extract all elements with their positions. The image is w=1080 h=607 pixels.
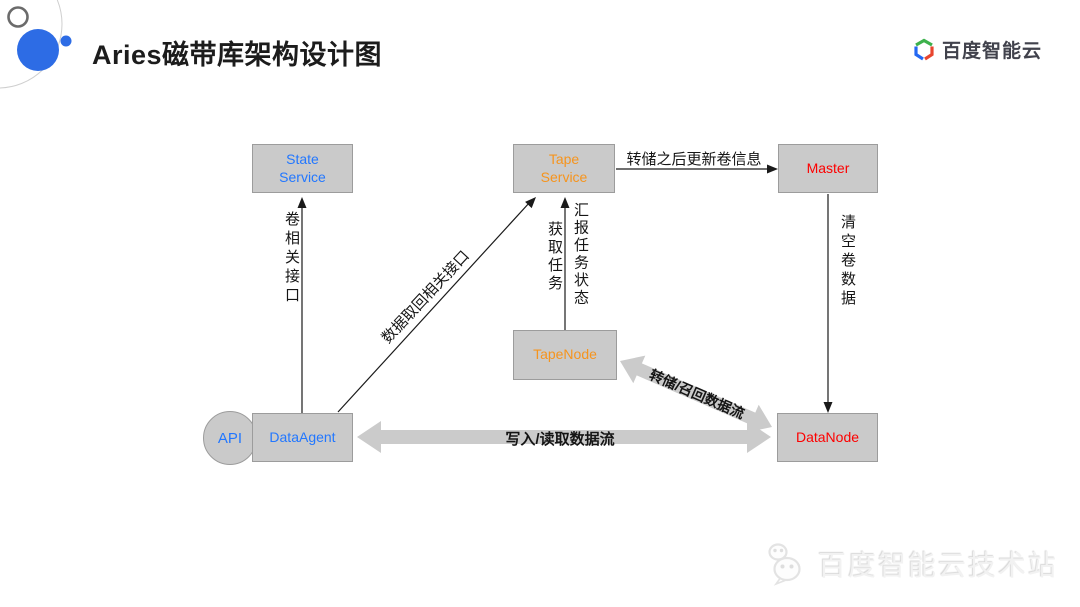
decoration-big-blue-circle — [17, 29, 59, 71]
arrowhead-data-retrieval-api — [525, 197, 536, 209]
arrowhead-clear-volume-data — [823, 402, 833, 413]
edge-label-fetch-task: 获取任务 — [546, 221, 563, 293]
watermark: 百度智能云技术站 — [762, 539, 1058, 589]
decoration-arc — [0, 0, 63, 89]
edge-data-retrieval-api — [337, 201, 531, 413]
dump-recall-dataflow-arrow — [620, 355, 772, 433]
node-data-agent-label: DataAgent — [269, 428, 336, 445]
node-tape-node: TapeNode — [513, 330, 617, 380]
watermark-text: 百度智能云技术站 — [817, 550, 1058, 581]
baidu-cloud-logo-icon — [914, 38, 934, 60]
node-data-node: DataNode — [777, 413, 878, 462]
edge-label-update-volume-info: 转储之后更新卷信息 — [626, 151, 762, 168]
edge-label-write-read-dataflow: 写入/读取数据流 — [505, 431, 615, 448]
arrowhead-update-volume-info — [767, 164, 778, 174]
edge-label-clear-volume-data: 清空卷数据 — [839, 214, 856, 309]
node-master: Master — [778, 144, 878, 193]
arrowhead-task-status — [560, 197, 570, 208]
edge-label-report-task-status: 汇报任务状态 — [572, 202, 589, 307]
node-tape-service: Tape Service — [513, 144, 615, 193]
node-tape-node-label: TapeNode — [533, 346, 597, 363]
decoration-ring — [7, 6, 29, 28]
node-api-circle: API — [203, 411, 257, 465]
page-title: Aries磁带库架构设计图 — [92, 40, 383, 70]
decoration-small-blue-dot — [60, 35, 72, 47]
node-data-agent: DataAgent — [252, 413, 353, 462]
arrowhead-volume-api — [297, 197, 307, 208]
node-tape-service-label: Tape Service — [540, 151, 588, 185]
node-state-service: State Service — [252, 144, 353, 193]
wechat-icon — [768, 543, 801, 586]
brand-logo: 百度智能云 — [912, 36, 1042, 63]
brand-name: 百度智能云 — [941, 41, 1042, 62]
write-read-dataflow-arrow — [357, 421, 771, 453]
node-master-label: Master — [806, 159, 850, 176]
node-api-label: API — [217, 429, 243, 447]
edge-label-volume-api: 卷相关接口 — [283, 211, 300, 306]
title-decoration-circles — [0, 0, 72, 89]
node-state-service-label: State Service — [279, 151, 326, 185]
node-data-node-label: DataNode — [795, 428, 860, 445]
